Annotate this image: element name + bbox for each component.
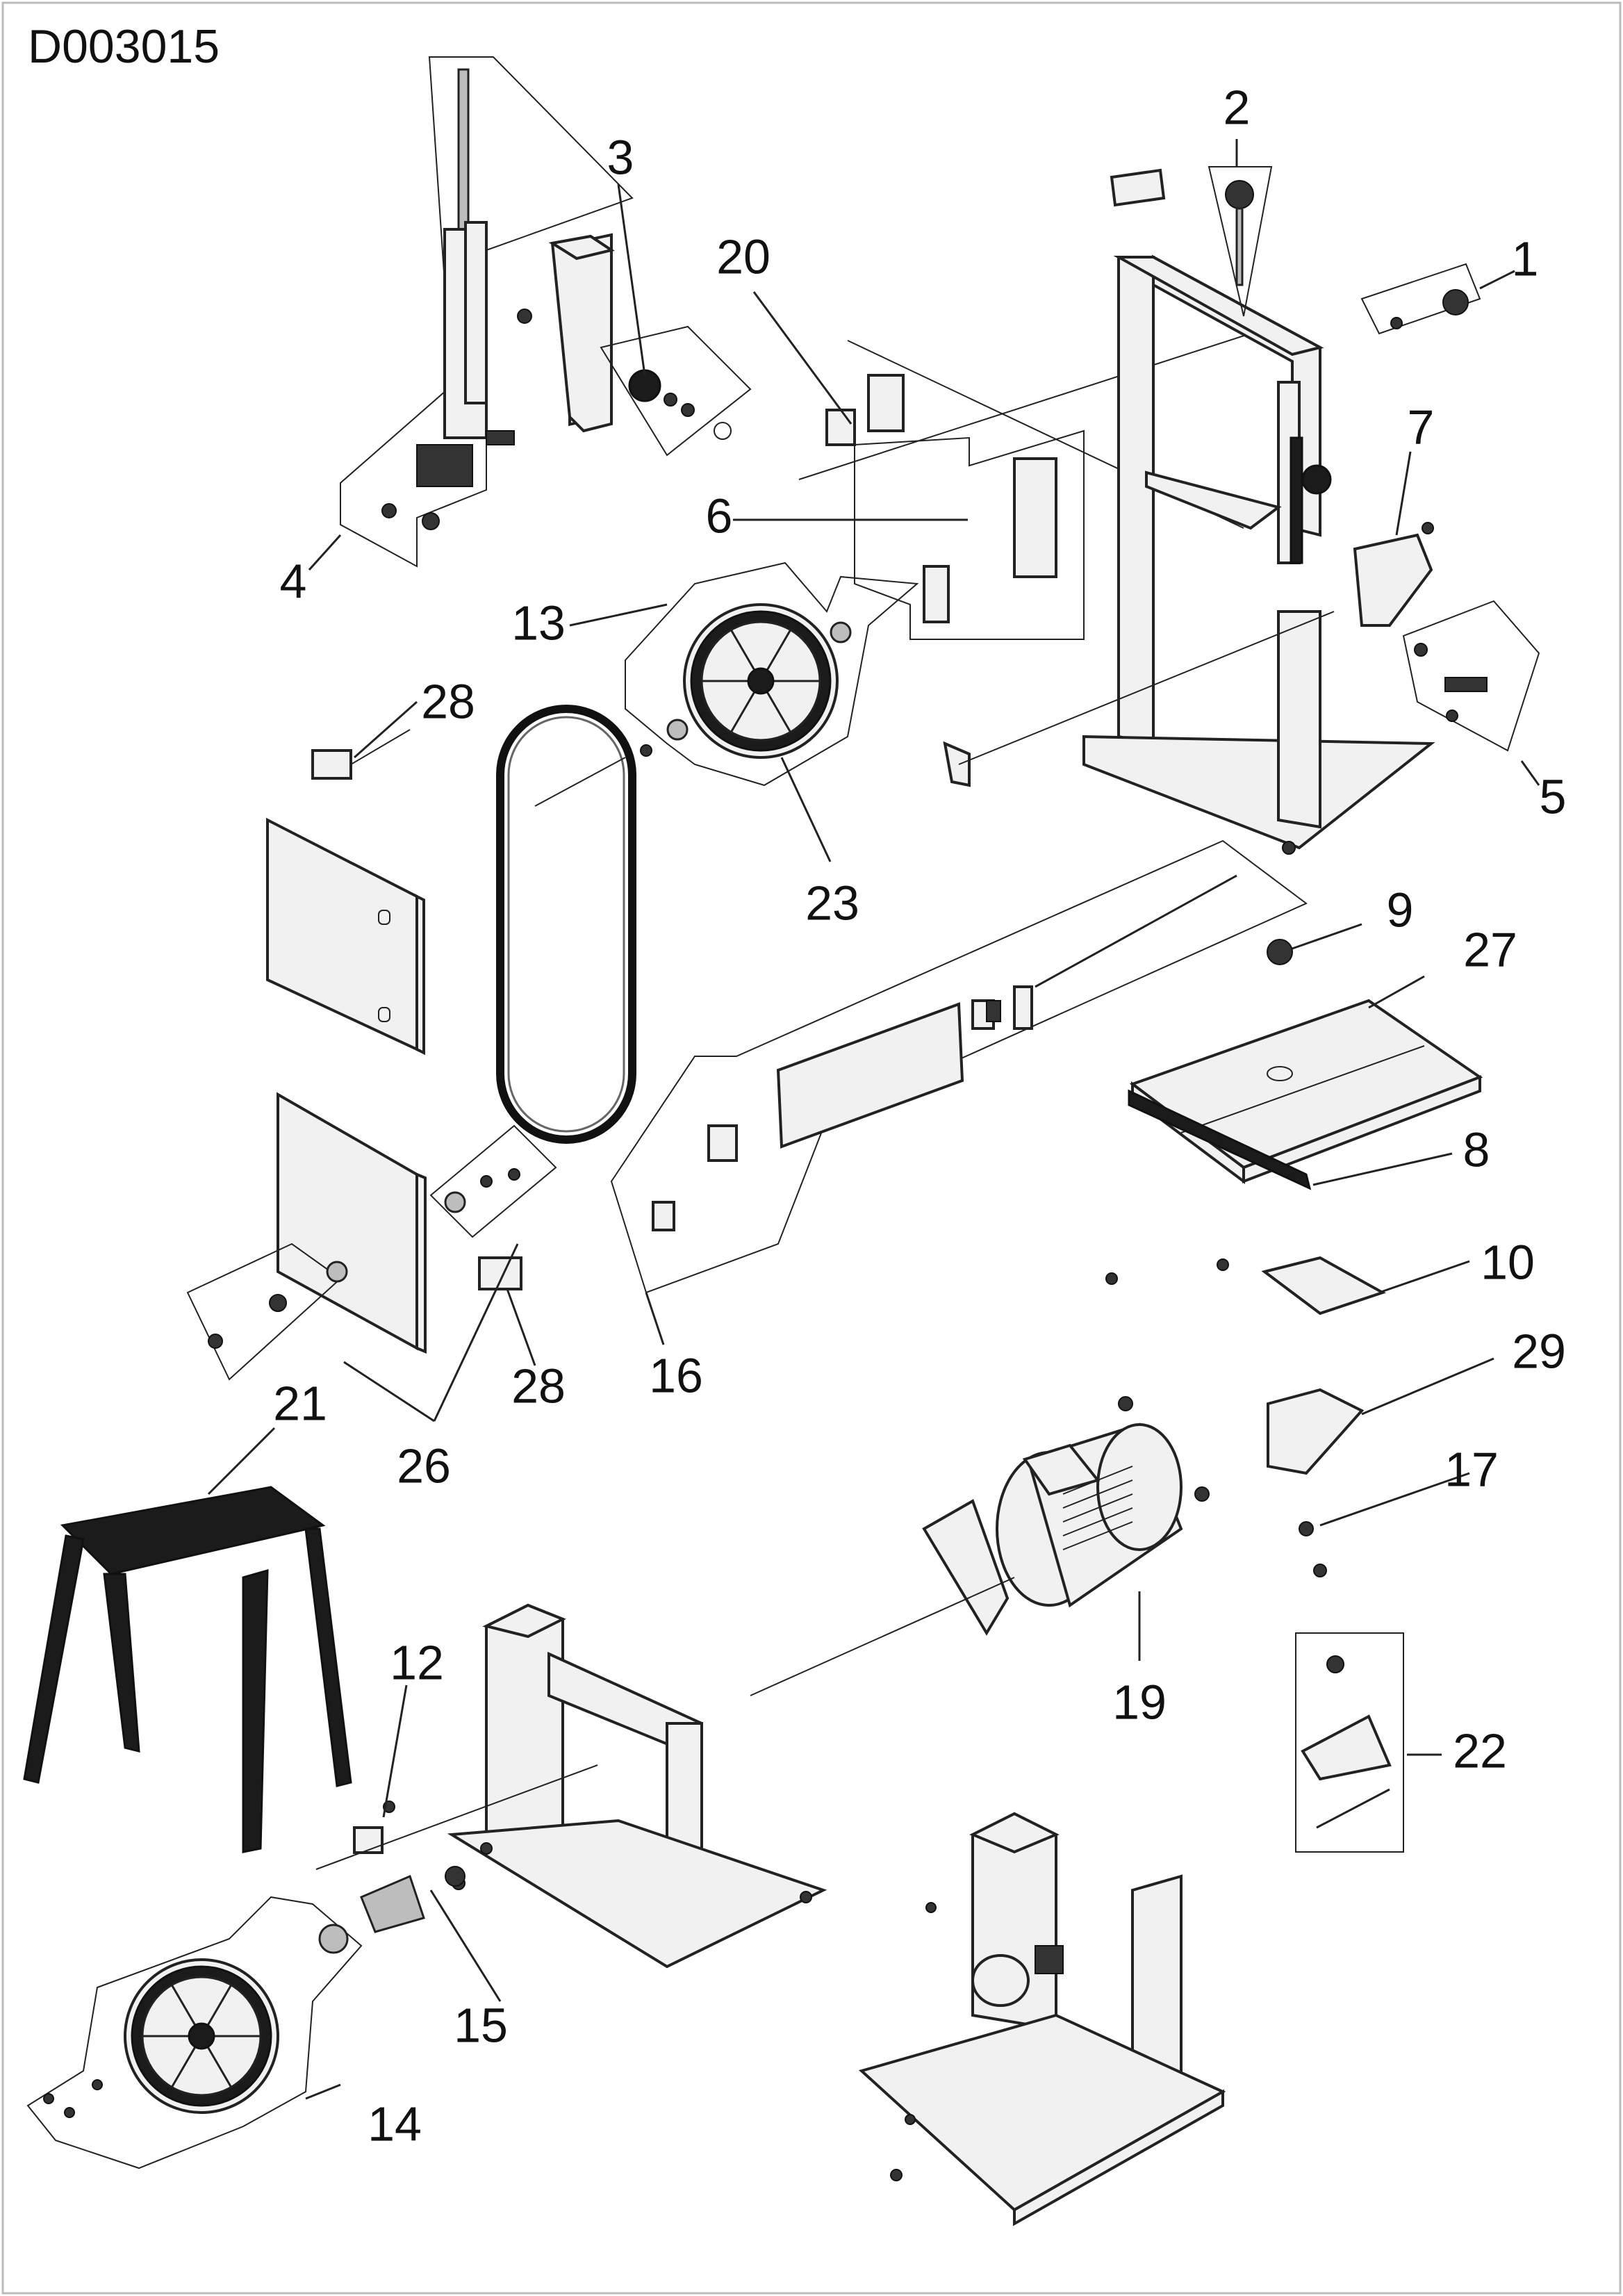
callout-21: 21: [273, 1376, 327, 1430]
callout-12: 12: [390, 1635, 444, 1689]
callout-20: 20: [716, 229, 771, 284]
callout-4: 4: [280, 554, 307, 608]
callout-19: 19: [1112, 1675, 1167, 1729]
guide-post-block: [517, 234, 752, 457]
leader-lines: [207, 139, 1540, 2100]
callout-8: 8: [1463, 1122, 1490, 1176]
callout-22: 22: [1453, 1723, 1507, 1778]
callout-26: 26: [397, 1438, 451, 1493]
callout-29: 29: [1512, 1324, 1566, 1378]
drive-pulley: [315, 1764, 598, 1870]
lower-frame: [447, 1603, 827, 1969]
callouts: 1 2 3 4 5 6 7 8 9 10 12 13 14 15 16 17 1…: [273, 80, 1566, 2151]
callout-28-upper: 28: [421, 674, 475, 728]
lower-blade-guide: [1353, 522, 1434, 627]
tension-knob: [1208, 166, 1273, 317]
micro-switch-upper: [311, 729, 411, 780]
lower-guide-rail: [610, 839, 1308, 1294]
callout-16: 16: [649, 1348, 703, 1402]
callout-9: 9: [1387, 883, 1414, 937]
callout-3: 3: [607, 130, 634, 184]
callout-28-lower: 28: [511, 1359, 566, 1413]
callout-5: 5: [1540, 769, 1567, 823]
callout-17: 17: [1444, 1442, 1499, 1496]
callout-14: 14: [368, 2097, 422, 2151]
tapered-bushing: [360, 1866, 466, 1933]
upper-door-panel: [266, 817, 425, 1056]
callout-2: 2: [1224, 80, 1251, 134]
door-hardware: [186, 1124, 557, 1381]
callout-6: 6: [706, 489, 733, 543]
saw-frame: [1082, 168, 1435, 855]
base-frame: [858, 1812, 1226, 2227]
callout-15: 15: [454, 1998, 508, 2052]
switch-and-rear-plate: [798, 333, 1251, 640]
work-table: [1128, 939, 1483, 1190]
callout-10: 10: [1481, 1235, 1535, 1289]
blade-tension-knob: [1360, 263, 1481, 335]
callout-1: 1: [1512, 231, 1539, 286]
lower-wheel: [26, 1896, 363, 2170]
micro-switch-lower: [478, 1256, 522, 1290]
lower-door-panel: [277, 1092, 427, 1354]
guide-bearings: [1402, 600, 1540, 752]
bracket: [943, 741, 971, 787]
upper-wheel: [625, 561, 919, 787]
callout-13: 13: [511, 596, 566, 650]
callout-7: 7: [1408, 400, 1435, 454]
callout-23: 23: [805, 876, 859, 930]
saw-blade: [496, 705, 636, 1144]
document-code: D003015: [28, 20, 220, 73]
motor: [750, 1396, 1210, 1696]
callout-27: 27: [1463, 922, 1517, 976]
table-tilt-gauge: [1295, 1632, 1404, 1853]
table-trunnion: [1105, 1256, 1386, 1577]
saw-stand: [23, 1486, 352, 1853]
